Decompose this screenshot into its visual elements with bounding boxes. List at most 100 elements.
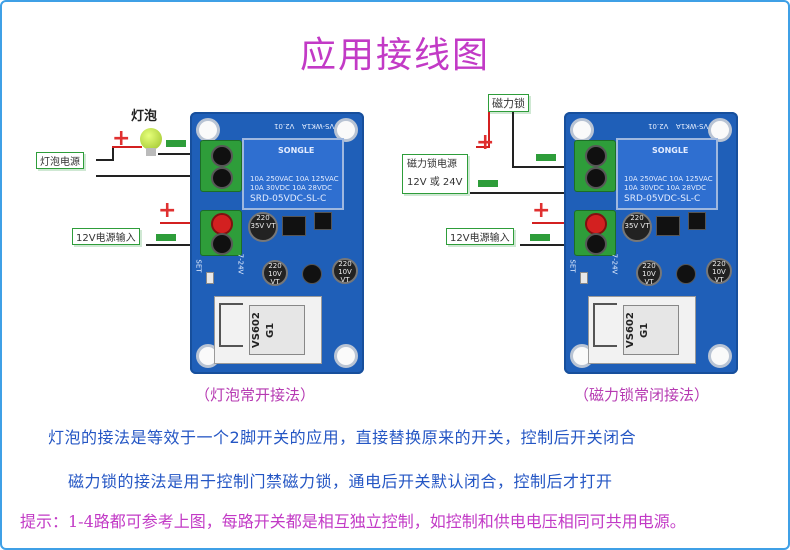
- right-caption: （磁力锁常闭接法）: [574, 386, 710, 404]
- wire: [158, 153, 210, 155]
- output-terminal: [574, 140, 616, 192]
- lock-label: 磁力锁: [488, 94, 529, 112]
- wire: [512, 112, 514, 168]
- set-button: [580, 272, 588, 284]
- antenna-icon: [593, 303, 617, 347]
- mount-hole: [334, 344, 358, 368]
- relay-board: VS-WK1A V2.01 SONGLE 10A 250VAC 10A 125V…: [190, 112, 364, 374]
- bulb-label: 灯泡: [131, 109, 158, 124]
- module-name: VS602: [625, 312, 636, 348]
- wire: [470, 192, 576, 194]
- wifi-module: VS602 G1: [214, 296, 322, 364]
- capacitor: 220 10V VT: [706, 258, 732, 284]
- relay: SONGLE 10A 250VAC 10A 125VAC 10A 30VDC 1…: [242, 138, 344, 210]
- wire-positive: [160, 222, 210, 224]
- output-terminal: [200, 140, 242, 192]
- input-terminal: [574, 210, 616, 256]
- module-name: VS602: [251, 312, 262, 348]
- relay-spec-line: 10A 30VDC 10A 28VDC: [250, 184, 333, 192]
- wifi-module: VS602 G1: [588, 296, 696, 364]
- relay-spec-line: 10A 250VAC 10A 125VAC: [250, 175, 339, 183]
- inductor: [676, 264, 696, 284]
- relay-spec-line: 10A 30VDC 10A 28VDC: [624, 184, 707, 192]
- mount-hole: [196, 118, 220, 142]
- terminal-screw-positive: [211, 213, 233, 235]
- plus-sign: +: [532, 198, 551, 223]
- lock-power-label: 磁力锁电源: [407, 159, 457, 170]
- module-sub: G1: [265, 322, 276, 338]
- terminal-screw: [585, 167, 607, 189]
- input-power-label: 12V电源输入: [72, 228, 140, 245]
- set-label: SET: [194, 259, 203, 273]
- minus-sign: [156, 234, 176, 241]
- wire-positive: [532, 222, 576, 224]
- minus-sign: [530, 234, 550, 241]
- board-version: V2.01: [648, 122, 669, 130]
- voltage-label: 7-24V: [610, 253, 619, 275]
- mount-hole: [708, 118, 732, 142]
- plus-sign: +: [112, 126, 131, 151]
- module-chip: VS602 G1: [623, 305, 679, 355]
- relay-brand: SONGLE: [652, 146, 689, 155]
- tip-text: 提示：1-4路都可参考上图，每路开关都是相互独立控制，如控制和供电电压相同可共用…: [20, 512, 686, 531]
- set-button: [206, 272, 214, 284]
- board-id: VS-WK1A: [302, 122, 335, 130]
- relay-spec: 10A 250VAC 10A 125VAC 10A 30VDC 10A 28VD…: [624, 175, 713, 193]
- capacitor: 220 35V VT: [622, 212, 652, 242]
- capacitor: 220 10V VT: [262, 260, 288, 286]
- transistor: [314, 212, 332, 230]
- capacitor: 220 35V VT: [248, 212, 278, 242]
- wire-positive: [476, 146, 490, 148]
- relay-spec: 10A 250VAC 10A 125VAC 10A 30VDC 10A 28VD…: [250, 175, 339, 193]
- board-id: VS-WK1A: [676, 122, 709, 130]
- antenna-icon: [219, 303, 243, 347]
- left-caption: （灯泡常开接法）: [195, 386, 316, 404]
- terminal-screw-positive: [585, 213, 607, 235]
- terminal-screw: [211, 233, 233, 255]
- capacitor: 220 10V VT: [332, 258, 358, 284]
- bulb-base-icon: [146, 148, 156, 156]
- wire: [96, 175, 210, 177]
- terminal-screw: [211, 145, 233, 167]
- wire: [520, 244, 576, 246]
- plus-sign: +: [158, 198, 177, 223]
- minus-sign: [166, 140, 186, 147]
- desc-lock: 磁力锁的接法是用于控制门禁磁力锁，通电后开关默认闭合，控制后才打开: [68, 472, 613, 491]
- transistor: [688, 212, 706, 230]
- board-version: V2.01: [274, 122, 295, 130]
- minus-sign: [536, 154, 556, 161]
- terminal-screw: [585, 145, 607, 167]
- wire: [112, 146, 114, 160]
- lock-power-box: 磁力锁电源 12V 或 24V: [402, 154, 468, 194]
- desc-bulb: 灯泡的接法是等效于一个2脚开关的应用，直接替换原来的开关，控制后开关闭合: [48, 428, 637, 447]
- relay-model: SRD-05VDC-SL-C: [624, 194, 701, 204]
- terminal-screw: [211, 167, 233, 189]
- module-chip: VS602 G1: [249, 305, 305, 355]
- minus-sign: [478, 180, 498, 187]
- voltage-label: 7-24V: [236, 253, 245, 275]
- lock-power-voltage: 12V 或 24V: [407, 177, 463, 188]
- capacitor: 220 10V VT: [636, 260, 662, 286]
- wire: [96, 159, 114, 161]
- module-sub: G1: [639, 322, 650, 338]
- wire: [512, 166, 576, 168]
- wire-positive: [112, 146, 142, 148]
- inductor: [302, 264, 322, 284]
- relay-board: VS-WK1A V2.01 SONGLE 10A 250VAC 10A 125V…: [564, 112, 738, 374]
- relay: SONGLE 10A 250VAC 10A 125VAC 10A 30VDC 1…: [616, 138, 718, 210]
- bulb-icon: [140, 128, 162, 150]
- input-terminal: [200, 210, 242, 256]
- regulator-chip: [656, 216, 680, 236]
- plus-sign: +: [476, 130, 495, 155]
- bulb-power-label: 灯泡电源: [36, 152, 84, 169]
- regulator-chip: [282, 216, 306, 236]
- input-power-label: 12V电源输入: [446, 228, 514, 245]
- wire-positive: [488, 112, 490, 146]
- wire: [146, 244, 210, 246]
- mount-hole: [708, 344, 732, 368]
- relay-spec-line: 10A 250VAC 10A 125VAC: [624, 175, 713, 183]
- page-title: 应用接线图: [299, 35, 490, 76]
- relay-model: SRD-05VDC-SL-C: [250, 194, 327, 204]
- mount-hole: [334, 118, 358, 142]
- terminal-screw: [585, 233, 607, 255]
